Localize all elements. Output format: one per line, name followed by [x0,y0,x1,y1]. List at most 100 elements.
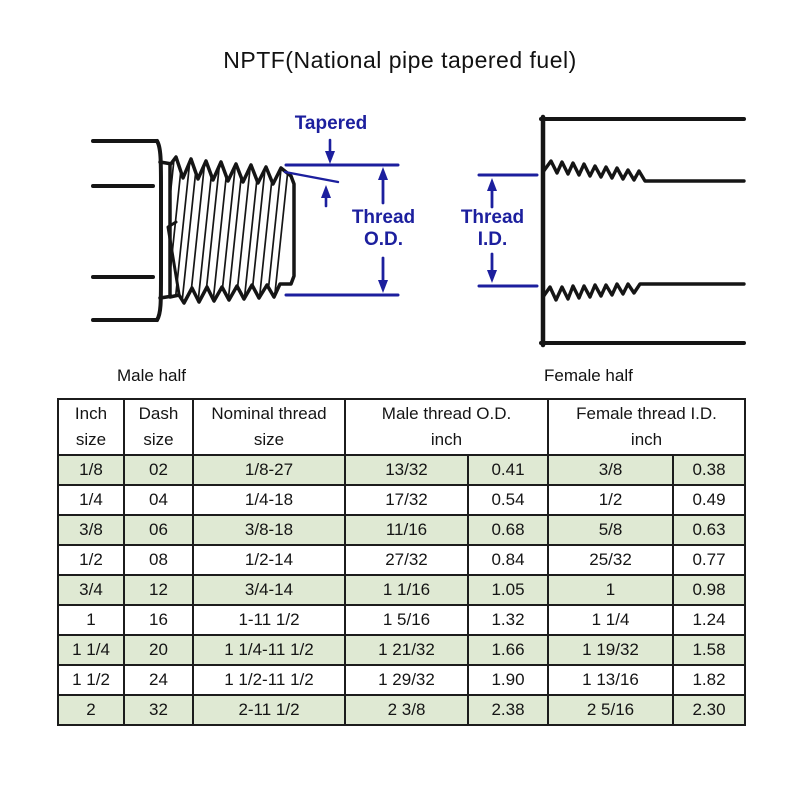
table-cell: 24 [123,664,194,696]
table-cell: 1.05 [466,574,550,606]
table-cell: 0.41 [466,454,550,486]
thread-od-label-line2: O.D. [363,229,404,250]
header-line: Male thread O.D. [381,404,512,423]
header-line: Inch [74,404,108,423]
table-cell: 1 1/4-11 1/2 [192,634,346,666]
table-cell: 0.98 [672,574,747,606]
col-header-inch-size: Inch size [57,398,125,456]
header-line: inch [430,430,463,449]
thread-id-label-line2: I.D. [477,229,508,250]
table-cell: 3/8-18 [192,514,346,546]
table-cell: 1 5/16 [344,604,469,636]
table-cell: 1 21/32 [344,634,469,666]
male-half-caption: Male half [117,366,186,385]
col-header-nominal-thread-size: Nominal thread size [192,398,346,456]
header-line: size [75,430,107,449]
table-cell: 04 [123,484,194,516]
male-od-annotation [283,138,400,297]
table-cell: 16 [123,604,194,636]
table-cell: 32 [123,694,194,726]
thread-id-label: Thread I.D. [455,207,530,251]
thread-od-label-line1: Thread [351,207,416,228]
table-cell: 3/8 [547,454,675,486]
table-cell: 1/4-18 [192,484,346,516]
table-cell: 1/8-27 [192,454,346,486]
table-cell: 1/2 [547,484,675,516]
table-cell: 1.90 [466,664,550,696]
table-cell: 1 1/4 [547,604,675,636]
table-cell: 3/4-14 [192,574,346,606]
table-cell: 1 [57,604,125,636]
table-cell: 02 [123,454,194,486]
table-cell: 0.77 [672,544,747,576]
table-cell: 2-11 1/2 [192,694,346,726]
table-cell: 11/16 [344,514,469,546]
table-cell: 20 [123,634,194,666]
col-header-male-thread-od: Male thread O.D. inch [343,398,550,456]
table-cell: 3/4 [57,574,125,606]
table-cell: 0.49 [672,484,747,516]
table-cell: 1/2-14 [192,544,346,576]
table-cell: 13/32 [344,454,469,486]
table-cell: 1.24 [672,604,747,636]
tapered-label: Tapered [294,113,368,134]
table-cell: 0.63 [672,514,747,546]
table-cell: 25/32 [547,544,675,576]
female-half-caption: Female half [544,366,633,385]
thread-od-label: Thread O.D. [345,207,422,251]
table-cell: 1/2 [57,544,125,576]
table-cell: 0.38 [672,454,747,486]
table-cell: 1 29/32 [344,664,469,696]
header-line: size [143,430,174,449]
table-cell: 2 3/8 [344,694,469,726]
table-cell: 0.84 [466,544,550,576]
table-cell: 1.32 [466,604,550,636]
table-cell: 1/4 [57,484,125,516]
table-cell: 1 [547,574,675,606]
table-cell: 3/8 [57,514,125,546]
header-line: Nominal thread [211,404,327,423]
table-cell: 1/8 [57,454,125,486]
table-cell: 08 [123,544,194,576]
female-id-annotation [477,173,539,288]
table-cell: 17/32 [344,484,469,516]
header-line: inch [630,430,663,449]
thread-id-label-line1: Thread [460,207,525,228]
table-cell: 1 19/32 [547,634,675,666]
table-header-row: Inch size Dash size Nominal thread size … [57,398,747,456]
table-cell: 0.54 [466,484,550,516]
table-cell: 1-11 1/2 [192,604,346,636]
table-cell: 1 13/16 [547,664,675,696]
header-line: Female thread I.D. [576,404,717,423]
table-cell: 2 5/16 [547,694,675,726]
table-cell: 1 1/4 [57,634,125,666]
table-cell: 1 1/2 [57,664,125,696]
nptf-spec-table: Inch size Dash size Nominal thread size … [57,398,747,726]
table-cell: 5/8 [547,514,675,546]
female-half-drawing [539,114,746,348]
col-header-female-thread-id: Female thread I.D. inch [547,398,747,456]
table-cell: 1.82 [672,664,747,696]
male-half-drawing [91,139,296,322]
table-cell: 06 [123,514,194,546]
table-cell: 2.38 [466,694,550,726]
page-title: NPTF(National pipe tapered fuel) [223,47,577,73]
table-cell: 1.58 [672,634,747,666]
table-cell: 27/32 [344,544,469,576]
table-cell: 2.30 [672,694,747,726]
table-cell: 1 1/16 [344,574,469,606]
table-cell: 1.66 [466,634,550,666]
header-line: size [253,430,285,449]
table-cell: 1 1/2-11 1/2 [192,664,346,696]
col-header-dash-size: Dash size [123,398,194,456]
